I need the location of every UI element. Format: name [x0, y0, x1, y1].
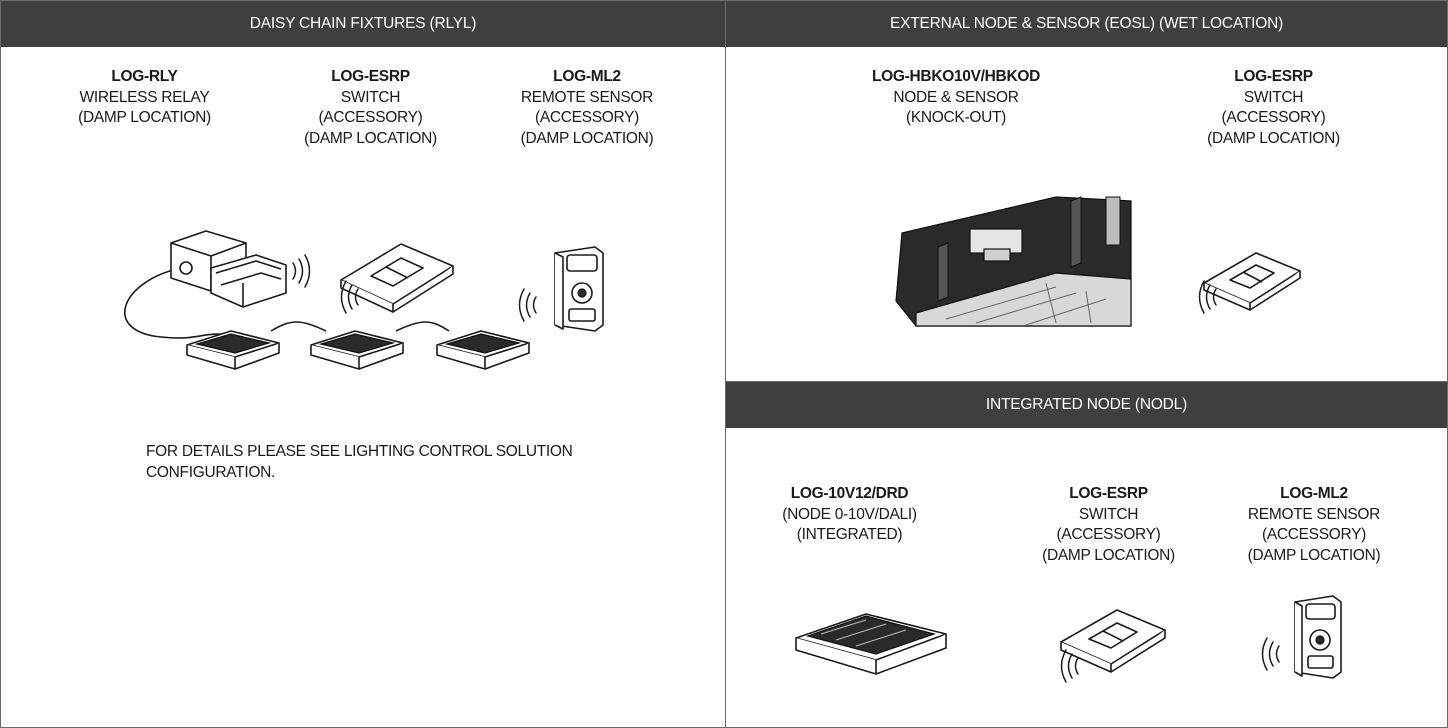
wireless-signal-icon — [1261, 637, 1280, 671]
product-line: (DAMP LOCATION) — [1207, 129, 1340, 147]
product-line: (DAMP LOCATION) — [304, 129, 437, 147]
product-line: WIRELESS RELAY — [79, 88, 210, 106]
product-log-10v12: LOG-10V12/DRD (NODE 0-10V/DALI) (INTEGRA… — [752, 484, 947, 546]
wire-fixture1-to-fixture2 — [270, 321, 327, 332]
fixture-icon — [186, 330, 280, 370]
product-line: (ACCESSORY) — [534, 109, 640, 126]
wire-relay-to-fixture — [123, 267, 232, 339]
part-number: LOG-ESRP — [1069, 485, 1148, 502]
product-line: (DAMP LOCATION) — [78, 109, 211, 126]
part-number: LOG-ESRP — [331, 68, 410, 85]
part-number: LOG-RLY — [111, 68, 178, 85]
wireless-signal-icon — [340, 280, 359, 314]
panel-header: INTEGRATED NODE (NODL) — [726, 382, 1447, 428]
product-line: (DAMP LOCATION) — [1042, 546, 1175, 564]
product-line: (INTEGRATED) — [796, 526, 903, 543]
switch-icon — [340, 243, 454, 313]
fixture-icon — [310, 330, 404, 370]
node-sensor-fixture-icon — [895, 196, 1132, 327]
panel-integrated-node: INTEGRATED NODE (NODL) LOG-10V12/DRD (NO… — [725, 381, 1448, 728]
integrated-node-illustration — [795, 595, 1342, 683]
configuration-note: FOR DETAILS PLEASE SEE LIGHTING CONTROL … — [146, 443, 573, 481]
product-log-ml2: LOG-ML2 REMOTE SENSOR (ACCESSORY) (DAMP … — [1214, 484, 1414, 566]
wireless-signal-icon — [292, 254, 311, 288]
wireless-signal-icon — [1060, 649, 1079, 683]
product-line: (DAMP LOCATION) — [520, 129, 654, 147]
fixture-icon — [436, 330, 530, 370]
product-log-esrp: LOG-ESRP SWITCH (ACCESSORY) (DAMP LOCATI… — [1176, 67, 1371, 149]
product-line: (ACCESSORY) — [1261, 526, 1367, 543]
product-line: (ACCESSORY) — [1221, 109, 1326, 126]
product-line: (KNOCK-OUT) — [905, 109, 1007, 126]
relay-box-icon — [170, 230, 287, 308]
product-line: REMOTE SENSOR — [520, 88, 654, 106]
panel-daisy-chain: DAISY CHAIN FIXTURES (RLYL) LOG-RLY WIRE… — [0, 0, 726, 728]
switch-icon — [1060, 609, 1166, 673]
panel-header: DAISY CHAIN FIXTURES (RLYL) — [1, 1, 725, 47]
product-line: NODE & SENSOR — [893, 88, 1019, 106]
product-log-esrp: LOG-ESRP SWITCH (ACCESSORY) (DAMP LOCATI… — [1011, 484, 1206, 566]
product-log-ml2: LOG-ML2 REMOTE SENSOR (ACCESSORY) (DAMP … — [487, 67, 687, 149]
daisy-chain-illustration — [123, 230, 604, 370]
wire-fixture2-to-fixture3 — [395, 321, 450, 332]
product-line: SWITCH — [1078, 505, 1139, 523]
part-number: LOG-HBKO10V/HBKOD — [872, 68, 1040, 85]
part-number: LOG-ESRP — [1234, 68, 1313, 85]
product-log-rly: LOG-RLY WIRELESS RELAY (DAMP LOCATION) — [47, 67, 242, 129]
product-line: (ACCESSORY) — [318, 109, 423, 126]
product-line: SWITCH — [340, 88, 401, 106]
remote-sensor-icon — [1294, 595, 1342, 679]
switch-icon — [1203, 252, 1301, 311]
fixture-icon — [795, 613, 947, 675]
product-line: REMOTE SENSOR — [1247, 505, 1381, 523]
part-number: LOG-10V12/DRD — [790, 485, 909, 502]
product-line: (NODE 0-10V/DALI) — [782, 505, 917, 523]
product-line: SWITCH — [1243, 88, 1304, 106]
part-number: LOG-ML2 — [1280, 485, 1348, 502]
product-log-hbko10v: LOG-HBKO10V/HBKOD NODE & SENSOR (KNOCK-O… — [846, 67, 1066, 129]
product-line: (ACCESSORY) — [1056, 526, 1161, 543]
remote-sensor-icon — [554, 246, 604, 332]
part-number: LOG-ML2 — [553, 68, 621, 85]
external-node-illustration — [895, 196, 1301, 327]
wireless-signal-icon — [518, 288, 537, 322]
wireless-signal-icon — [1198, 280, 1217, 314]
panel-header: EXTERNAL NODE & SENSOR (EOSL) (WET LOCAT… — [726, 1, 1447, 47]
product-log-esrp: LOG-ESRP SWITCH (ACCESSORY) (DAMP LOCATI… — [273, 67, 468, 149]
product-line: (DAMP LOCATION) — [1247, 546, 1381, 564]
panel-external-node: EXTERNAL NODE & SENSOR (EOSL) (WET LOCAT… — [725, 0, 1448, 382]
